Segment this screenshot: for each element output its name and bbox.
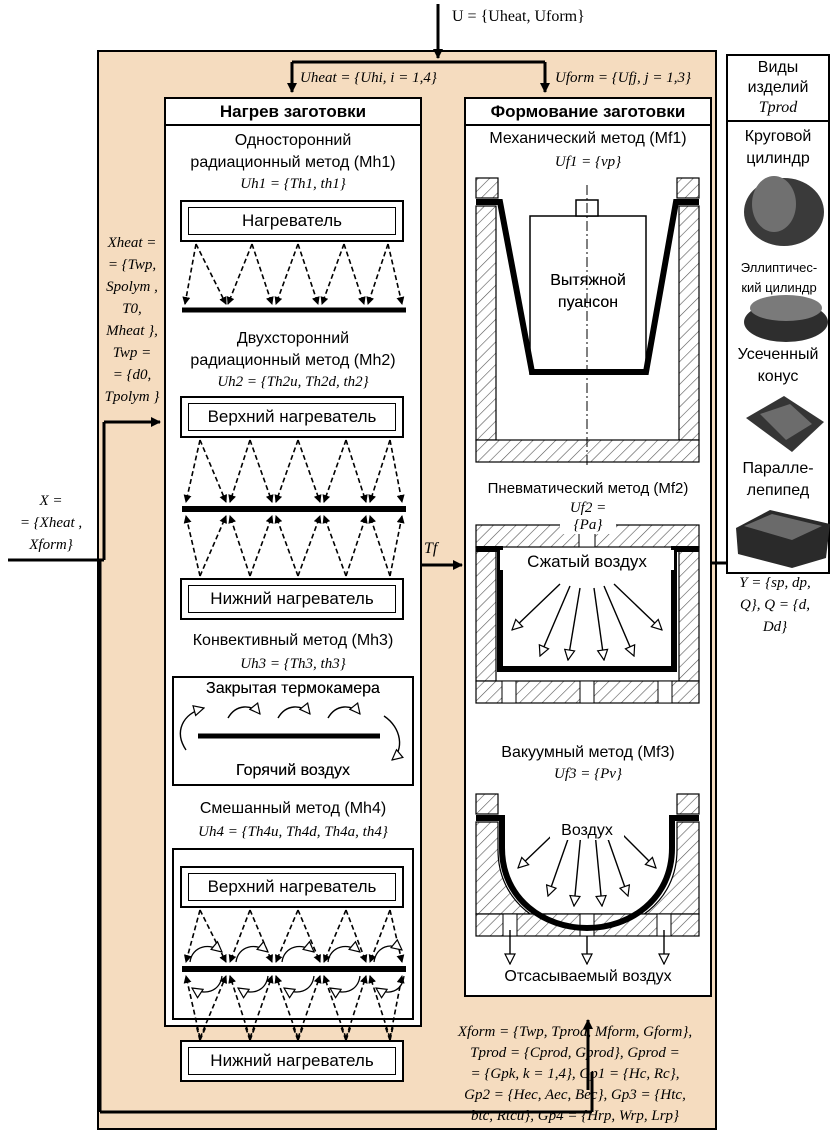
heating-m1-params: Uh1 = {Th1, th1} [166,176,420,193]
suction-air-label: Отсасываемый воздух [466,968,710,986]
output-line: Dd} [718,616,832,638]
heating-m3-name: Конвективный метод (Mh3) [166,632,420,650]
x-form-line: Xform = {Twp, Tprod, Mform, Gform}, [436,1022,714,1043]
product-name-line: кий цилиндр [726,278,832,298]
x-input-line: = {Xheat , [6,512,96,534]
heating-m2-params: Uh2 = {Th2u, Th2d, th2} [166,374,420,391]
compressed-air-label: Сжатый воздух [512,552,662,572]
lower-heater-label: Нижний нагреватель [188,585,396,613]
forming-panel [464,97,712,997]
products-title-line: изделий [728,78,828,98]
product-item: Паралле- лепипед [728,458,828,502]
product-name-line: конус [728,366,828,388]
lower-heater-label: Нижний нагреватель [188,1047,396,1075]
chamber-label: Закрытая термокамера [172,680,414,698]
hot-air-label: Горячий воздух [172,762,414,780]
product-name-line: Круговой [728,126,828,148]
x-form-params: Xform = {Twp, Tprod, Mform, Gform}, Tpro… [436,1022,714,1127]
x-heat-label: Xheat = = {Twp, Spolym , T0, Mheat }, Tw… [102,232,162,408]
output-line: Q}, Q = {d, [718,594,832,616]
u-form-label: Uform = {Ufj, j = 1,3} [555,70,691,87]
heating-m4-name: Смешанный метод (Mh4) [166,800,420,818]
method-name-line: Односторонний [166,130,420,152]
forming-m3-name: Вакуумный метод (Mf3) [466,744,710,762]
heating-m3-params: Uh3 = {Th3, th3} [166,656,420,673]
products-title-line: Виды [728,58,828,78]
product-item: Эллиптичес- кий цилиндр [726,258,832,298]
products-title: Виды изделий Tprod [728,58,828,122]
forming-m1-params: Uf1 = {vp} [466,154,710,171]
heater-box: Нагреватель [180,200,404,242]
product-name-line: Усеченный [728,344,828,366]
method-name-line: Двухсторонний [166,328,420,350]
lower-heater-box: Нижний нагреватель [180,1040,404,1082]
x-form-line: = {Gpk, k = 1,4}, Gp1 = {Hc, Rc}, [436,1064,714,1085]
product-name-line: Паралле- [728,458,828,480]
forming-m3-params: Uf3 = {Pv} [466,766,710,783]
x-heat-line: Twp = [102,342,162,364]
forming-m2-name: Пневматический метод (Mf2) [466,480,710,497]
forming-m2-params: Uf2 = {Pa} [560,500,616,534]
heater-label: Нагреватель [188,207,396,235]
product-item: Круговой цилиндр [728,126,828,170]
x-heat-line: T0, [102,298,162,320]
x-input-label: X = = {Xheat , Xform} [6,490,96,556]
punch-label-line: Вытяжной [532,270,644,292]
output-label: Y = {sp, dp, Q}, Q = {d, Dd} [718,572,832,638]
heating-m4-params: Uh4 = {Th4u, Th4d, Th4a, th4} [166,824,420,841]
x-form-line: btc, Rtcu}, Gp4 = {Hrp, Wrp, Lrp} [436,1106,714,1127]
top-input-label: U = {Uheat, Uform} [452,8,585,26]
punch-label-line: пуансон [532,292,644,314]
x-heat-line: Tpolym } [102,386,162,408]
product-name-line: цилиндр [728,148,828,170]
forming-m1-name: Механический метод (Mf1) [466,130,710,148]
punch-label: Вытяжной пуансон [532,270,644,314]
u-heat-label: Uheat = {Uhi, i = 1,4} [300,70,437,87]
product-name-line: лепипед [728,480,828,502]
product-name-line: Эллиптичес- [726,258,832,278]
x-input-line: Xform} [6,534,96,556]
x-heat-line: Spolym , [102,276,162,298]
x-heat-line: = {d0, [102,364,162,386]
vacuum-air-label: Воздух [552,822,622,840]
method-name-line: радиационный метод (Mh1) [166,152,420,174]
x-heat-line: = {Twp, [102,254,162,276]
x-heat-line: Mheat }, [102,320,162,342]
output-line: Y = {sp, dp, [718,572,832,594]
x-form-line: Tprod = {Cprod, Gprod}, Gprod = [436,1043,714,1064]
x-input-line: X = [6,490,96,512]
tf-label: Tf [424,540,437,558]
upper-heater-box: Верхний нагреватель [180,866,404,908]
method-name-line: радиационный метод (Mh2) [166,350,420,372]
forming-title: Формование заготовки [464,98,712,126]
lower-heater-box: Нижний нагреватель [180,578,404,620]
product-item: Усеченный конус [728,344,828,388]
x-form-line: Gp2 = {Hec, Aec, Bec}, Gp3 = {Htc, [436,1085,714,1106]
heating-title: Нагрев заготовки [164,98,422,126]
upper-heater-box: Верхний нагреватель [180,396,404,438]
heating-m1-name: Односторонний радиационный метод (Mh1) [166,130,420,174]
upper-heater-label: Верхний нагреватель [188,403,396,431]
upper-heater-label: Верхний нагреватель [188,873,396,901]
heating-m2-name: Двухсторонний радиационный метод (Mh2) [166,328,420,372]
x-heat-line: Xheat = [102,232,162,254]
products-title-line: Tprod [728,98,828,118]
